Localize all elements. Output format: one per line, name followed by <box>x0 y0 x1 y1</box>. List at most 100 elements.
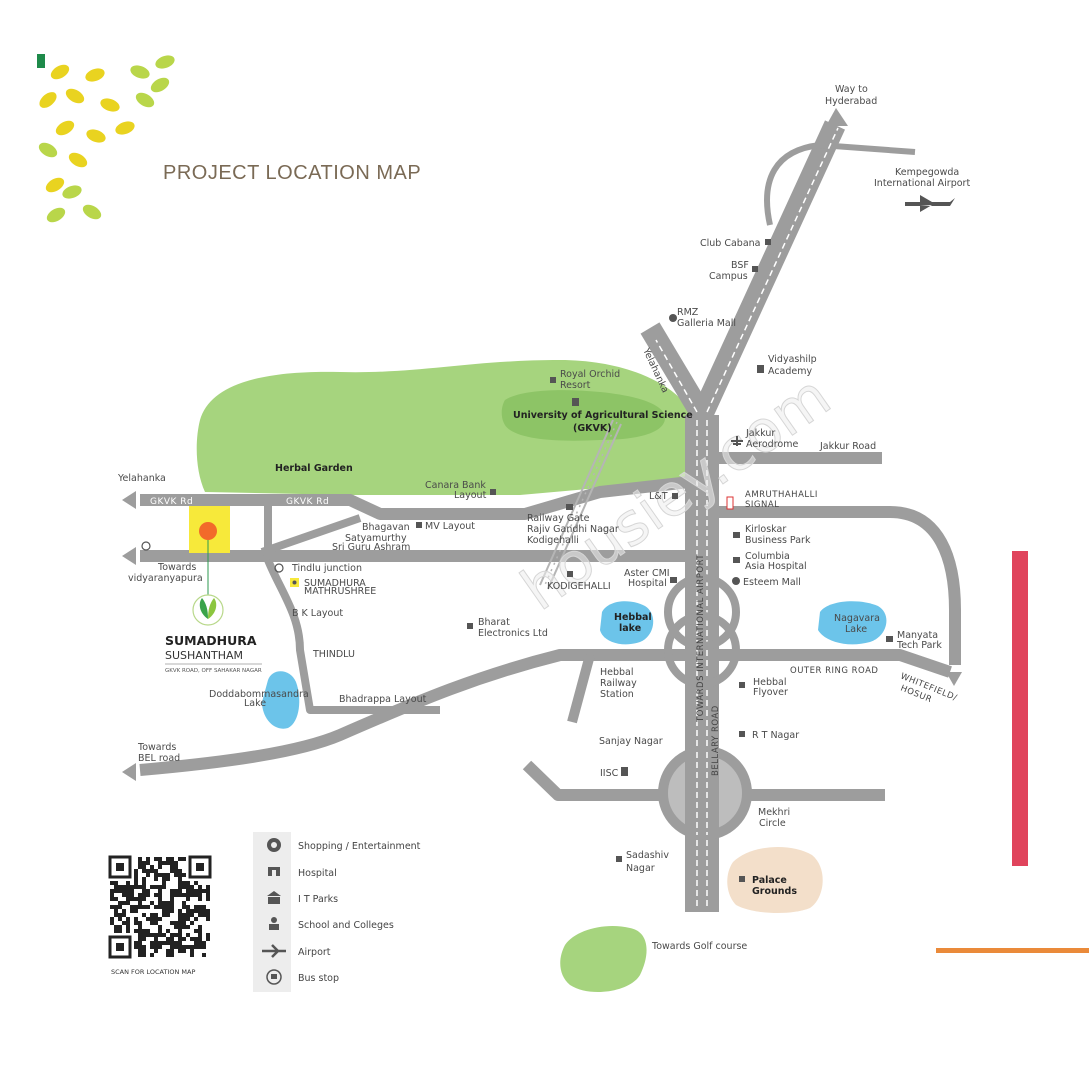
road-network <box>122 108 962 912</box>
label-rmz-2: Galleria Mall <box>677 318 736 329</box>
label-palace-2: Grounds <box>752 886 797 897</box>
label-royal-orchid-2: Resort <box>560 380 591 391</box>
label-vidyashilp-2: Academy <box>768 366 813 377</box>
label-sadashiv-2: Nagar <box>626 863 655 874</box>
label-mekhri-1: Mekhri <box>758 807 790 818</box>
esteem-shopping-icon <box>732 577 740 585</box>
label-palace-1: Palace <box>752 875 787 886</box>
accent-bar-red <box>1012 551 1028 866</box>
label-railway-gate-3: Kodigehalli <box>527 535 579 546</box>
it-park-icon <box>267 891 281 904</box>
label-kempegowda-1: Kempegowda <box>895 167 959 178</box>
vidyashilp-school-icon <box>757 365 764 373</box>
label-lt: L&T <box>649 491 668 502</box>
label-rmz-1: RMZ <box>677 307 699 318</box>
brand-name-line2: SUSHANTHAM <box>165 649 243 662</box>
big-airplane-icon <box>905 195 955 212</box>
label-towards-vid-2: vidyaranyapura <box>128 573 203 584</box>
label-sumadhura-m-1: SUMADHURA <box>304 578 366 589</box>
label-mekhri-2: Circle <box>759 818 786 829</box>
label-jakkur-road: Jakkur Road <box>819 441 876 452</box>
label-amruthahalli-1: AMRUTHAHALLI <box>745 490 818 500</box>
project-marker <box>199 522 217 540</box>
label-bharat-1: Bharat <box>478 617 510 628</box>
label-bhagavan-2: Satyamurthy <box>345 533 407 544</box>
label-uas-1: University of Agricultural Science <box>513 410 693 421</box>
doddabommasandra-lake <box>262 671 300 729</box>
label-mv-layout: MV Layout <box>425 521 475 532</box>
hospital-icon <box>268 867 280 876</box>
label-kempegowda-2: International Airport <box>874 178 970 189</box>
label-aster-1: Aster CMI <box>624 568 670 579</box>
label-railway-gate-2: Rajiv Gandhi Nagar <box>527 524 619 535</box>
label-nagavara-2: Lake <box>845 624 867 635</box>
label-jakkur-aero-2: Aerodrome <box>746 439 798 450</box>
qr-code <box>108 855 212 959</box>
road-label-bellary: BELLARY ROAD <box>711 705 721 776</box>
kirloskar-it-icon <box>733 532 740 538</box>
label-manyata-2: Tech Park <box>896 640 942 651</box>
brand-address: GKVK ROAD, OFF SAHAKAR NAGAR <box>165 668 262 674</box>
road-label-orr-east: OUTER RING ROAD <box>790 666 878 676</box>
sumadhura-mathrushree-marker <box>290 578 299 587</box>
label-sadashiv-1: Sadashiv <box>626 850 669 861</box>
label-tindlu-junction: Tindlu junction <box>291 563 362 574</box>
label-uas-2: (GKVK) <box>573 423 612 434</box>
label-rt-nagar: R T Nagar <box>752 730 799 741</box>
label-dodda-2: Lake <box>244 698 266 709</box>
label-towards-bel-2: BEL road <box>138 753 180 764</box>
road-label-gkvk-2: GKVK Rd <box>286 497 329 507</box>
label-columbia-1: Columbia <box>745 551 790 562</box>
iisc-school-icon <box>621 767 628 776</box>
shopping-icon <box>267 838 281 852</box>
map-title: PROJECT LOCATION MAP <box>163 162 421 184</box>
label-club-cabana: Club Cabana <box>700 238 761 249</box>
tindlu-bus-stop-icon <box>274 563 284 573</box>
label-hebbal-flyover-2: Flyover <box>753 687 788 698</box>
legend-label-airport: Airport <box>298 947 331 958</box>
label-bhagavan-3: Sri Guru Ashram <box>332 542 410 553</box>
nagavara-lake <box>818 601 887 645</box>
label-bharat-2: Electronics Ltd <box>478 628 548 639</box>
legend-label-bus-stop: Bus stop <box>298 973 339 984</box>
road-label-gkvk-1: GKVK Rd <box>150 497 193 507</box>
hebbal-lake <box>600 601 654 645</box>
sumadhura-logo <box>192 594 224 626</box>
airport-icon <box>262 944 286 958</box>
leaf-decoration <box>37 54 175 223</box>
manyata-it-icon <box>886 636 893 642</box>
label-iisc: IISC <box>600 768 619 779</box>
amruthahalli-signal-icon <box>726 496 734 510</box>
railway-gate-icon <box>566 504 573 510</box>
uas-school-icon <box>572 398 579 406</box>
label-vidyashilp-1: Vidyashilp <box>768 354 817 365</box>
brand-name-line1: SUMADHURA <box>165 633 257 648</box>
legend-icon-strip <box>253 832 291 992</box>
gkvk-campus-area <box>501 390 665 441</box>
rmz-shopping-icon <box>669 314 677 322</box>
label-dodda-1: Doddabommasandra <box>209 689 309 700</box>
label-royal-orchid-1: Royal Orchid <box>560 369 620 380</box>
label-hebbal-flyover-1: Hebbal <box>753 677 787 688</box>
label-golf: Towards Golf course <box>651 941 747 952</box>
label-hyderabad: Hyderabad <box>825 96 877 107</box>
vidyaranyapura-bus-stop-icon <box>141 541 151 551</box>
legend-label-it-parks: I T Parks <box>298 894 338 905</box>
legend-label-school: School and Colleges <box>298 920 394 931</box>
label-kodigehalli: KODIGEHALLI <box>547 581 611 592</box>
label-towards-vid-1: Towards <box>157 562 196 573</box>
road-label-airport: TOWARDS INTERNATIONAL AIRPORT <box>696 554 706 723</box>
label-bsf-1: BSF <box>731 260 749 271</box>
columbia-hospital-icon <box>733 557 740 563</box>
legend: Shopping / Entertainment Hospital I T Pa… <box>253 832 421 992</box>
legend-label-shopping: Shopping / Entertainment <box>298 841 421 852</box>
label-hebbal-lake-2: lake <box>619 623 641 634</box>
label-canara-1: Canara Bank <box>425 480 486 491</box>
label-way-to: Way to <box>835 84 868 95</box>
legend-label-hospital: Hospital <box>298 868 337 879</box>
label-sumadhura-m-2: MATHRUSHREE <box>304 586 376 597</box>
label-thindlu: THINDLU <box>312 649 355 660</box>
railway-line <box>539 419 622 590</box>
label-jakkur-aero-1: Jakkur <box>745 428 775 439</box>
